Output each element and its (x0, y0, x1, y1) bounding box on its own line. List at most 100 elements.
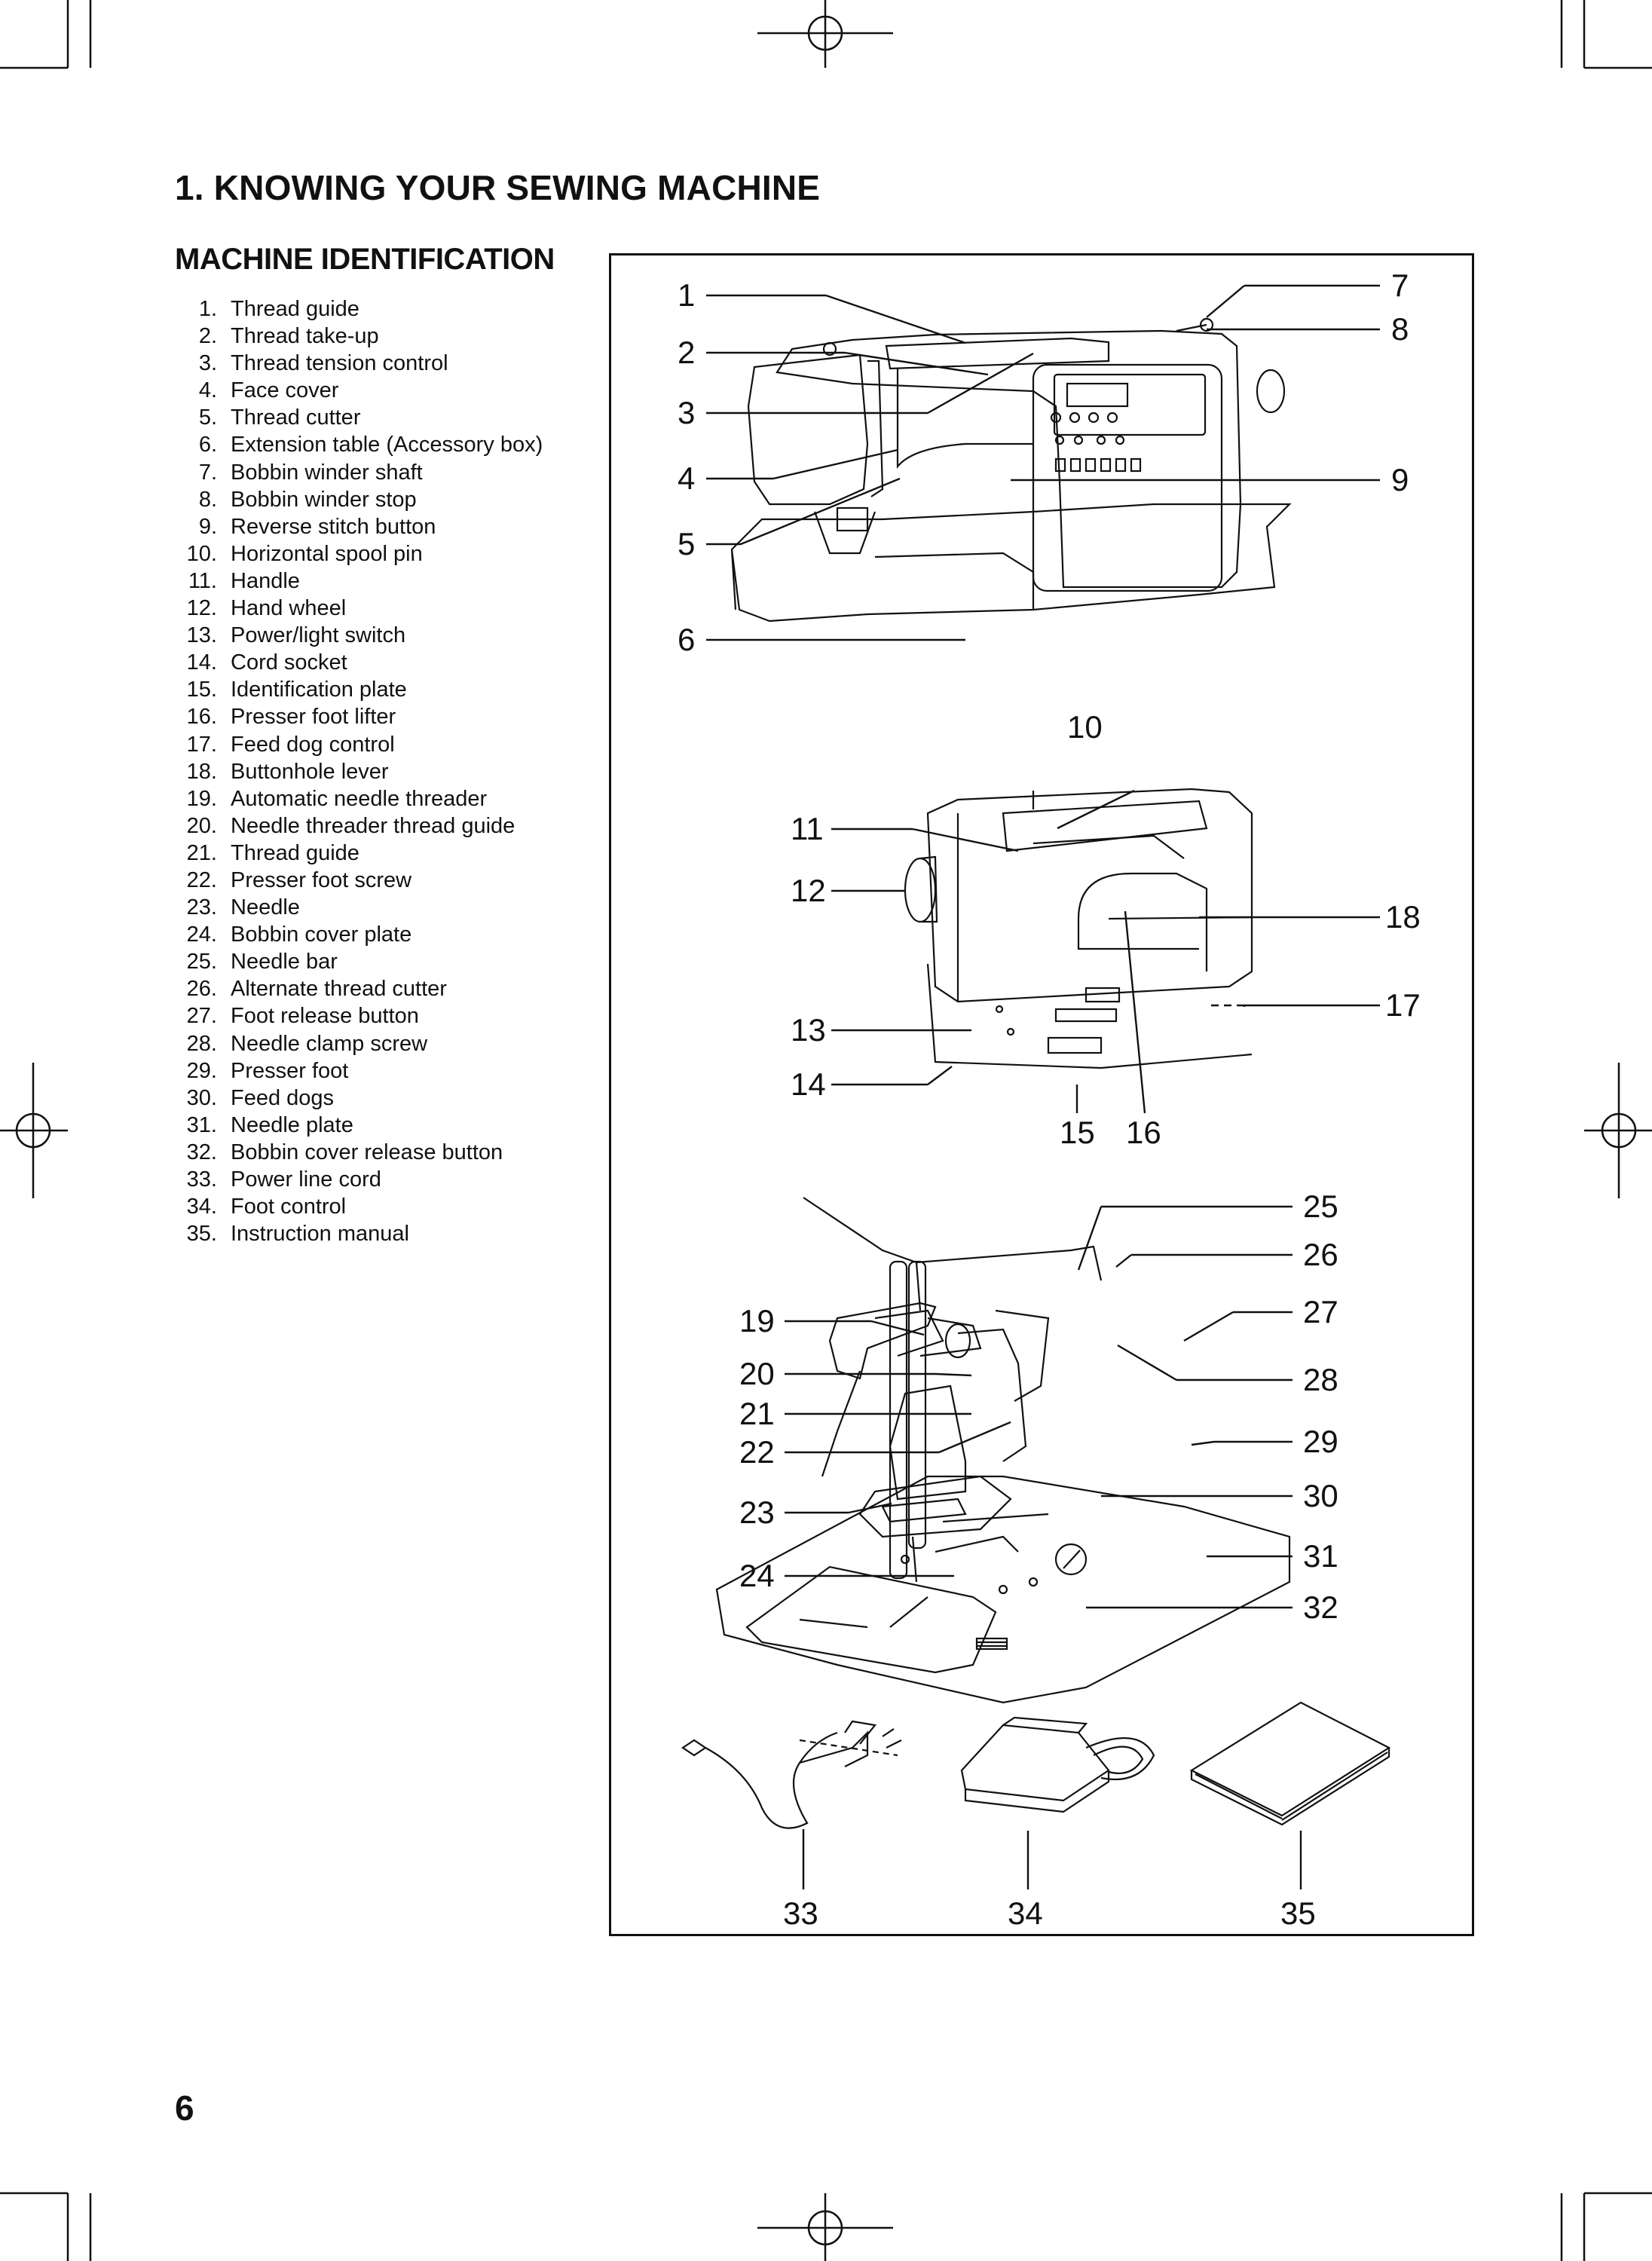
parts-list-number: 32. (186, 1140, 217, 1164)
crop-mark-top-right (1560, 0, 1652, 69)
parts-list-number: 17. (186, 732, 217, 757)
parts-list-item: 14.Cord socket (175, 649, 543, 676)
registration-mark-right (1584, 1063, 1652, 1198)
parts-list-label: Reverse stitch button (231, 514, 436, 539)
parts-list-item: 27.Foot release button (175, 1002, 543, 1030)
rear-view-illustration (904, 788, 1253, 1069)
parts-list-item: 1. Thread guide (175, 295, 543, 323)
needle-area-illustration (715, 1197, 1291, 1704)
parts-list-item: 19. Automatic needle threader (175, 785, 543, 812)
parts-list-item: 17.Feed dog control (175, 731, 543, 758)
parts-list-item: 24. Bobbin cover plate (175, 921, 543, 948)
callout-12: 12 (791, 873, 826, 908)
parts-list-label: Foot control (231, 1195, 347, 1219)
parts-list-number: 1. (198, 297, 217, 321)
parts-list-item: 10. Horizontal spool pin (175, 540, 543, 568)
callout-27: 27 (1303, 1294, 1338, 1329)
parts-list-item: 12.Hand wheel (175, 595, 543, 622)
parts-list-label: Hand wheel (231, 596, 347, 621)
parts-list-label: Thread guide (231, 297, 359, 321)
callout-35: 35 (1280, 1895, 1316, 1931)
parts-list-number: 35. (186, 1222, 217, 1247)
parts-list-label: Thread take-up (231, 324, 379, 349)
parts-list-number: 15. (186, 678, 217, 702)
parts-list-number: 30. (186, 1085, 217, 1110)
callout-33: 33 (783, 1895, 818, 1931)
parts-list-number: 21. (186, 840, 217, 865)
callout-9: 9 (1391, 462, 1409, 497)
parts-list-item: 16.Presser foot lifter (175, 703, 543, 730)
callout-6: 6 (678, 622, 695, 657)
parts-list-number: 33. (186, 1167, 217, 1192)
parts-list-label: Buttonhole lever (231, 759, 389, 784)
callout-28: 28 (1303, 1362, 1338, 1397)
parts-list-item: 15.Identification plate (175, 676, 543, 703)
power-cord-illustration (681, 1720, 902, 1829)
parts-list-item: 29.Presser foot (175, 1057, 543, 1085)
section-heading: 1. KNOWING YOUR SEWING MACHINE (175, 168, 821, 207)
parts-list-label: Bobbin winder shaft (231, 460, 423, 485)
parts-list-label: Power line cord (231, 1167, 381, 1192)
parts-list-label: Bobbin winder stop (231, 487, 417, 512)
parts-list-item: 33. Power line cord (175, 1166, 543, 1193)
parts-list-number: 4. (198, 378, 217, 403)
callout-16: 16 (1126, 1115, 1161, 1150)
callout-31: 31 (1303, 1538, 1338, 1574)
parts-list-number: 22. (186, 867, 217, 892)
parts-list-number: 10. (186, 541, 217, 566)
callout-32: 32 (1303, 1589, 1338, 1625)
parts-list-label: Horizontal spool pin (231, 541, 423, 566)
parts-list-item: 8. Bobbin winder stop (175, 486, 543, 513)
callout-15: 15 (1060, 1115, 1095, 1150)
parts-list-label: Bobbin cover plate (231, 922, 412, 947)
parts-list-label: Automatic needle threader (231, 786, 488, 811)
parts-list-number: 28. (186, 1031, 217, 1056)
foot-control-illustration (960, 1716, 1155, 1813)
parts-list-item: 32.Bobbin cover release button (175, 1139, 543, 1166)
parts-list-number: 6. (198, 433, 217, 457)
parts-list-number: 19. (186, 786, 217, 811)
callout-13: 13 (791, 1012, 826, 1048)
parts-list-item: 6. Extension table (Accessory box) (175, 431, 543, 458)
parts-list-number: 26. (186, 977, 217, 1002)
subsection-heading: MACHINE IDENTIFICATION (175, 243, 555, 276)
parts-list-item: 26.Alternate thread cutter (175, 975, 543, 1002)
callout-20: 20 (739, 1356, 775, 1391)
parts-list-item: 30. Feed dogs (175, 1085, 543, 1112)
parts-list-item: 18. Buttonhole lever (175, 758, 543, 785)
page-number: 6 (175, 2088, 194, 2128)
callout-1: 1 (678, 277, 695, 313)
callout-3: 3 (678, 395, 695, 430)
parts-list-item: 31.Needle plate (175, 1112, 543, 1139)
callout-18: 18 (1385, 899, 1421, 935)
parts-list-item: 25.Needle bar (175, 948, 543, 975)
parts-list-label: Presser foot screw (231, 867, 412, 892)
parts-list-label: Cord socket (231, 650, 347, 675)
parts-list-label: Thread guide (231, 840, 359, 865)
parts-list-item: 9. Reverse stitch button (175, 513, 543, 540)
parts-list-number: 8. (198, 487, 217, 512)
parts-list-number: 18. (186, 759, 217, 784)
callout-4: 4 (678, 460, 695, 496)
parts-list-number: 25. (186, 950, 217, 974)
parts-list-item: 22. Presser foot screw (175, 867, 543, 894)
parts-list-item: 13.Power/light switch (175, 622, 543, 649)
parts-list-label: Needle clamp screw (231, 1031, 428, 1056)
parts-list-item: 21. Thread guide (175, 840, 543, 867)
parts-list-item: 2.Thread take-up (175, 323, 543, 350)
parts-list-label: Extension table (Accessory box) (231, 433, 543, 457)
parts-list-number: 20. (186, 813, 217, 838)
parts-list-item: 34. Foot control (175, 1193, 543, 1220)
parts-list-number: 3. (198, 351, 217, 376)
parts-list-number: 23. (186, 895, 217, 920)
callout-7: 7 (1391, 268, 1409, 303)
parts-list-number: 24. (186, 922, 217, 947)
callout-14: 14 (791, 1066, 826, 1102)
callout-labels: 1 2 3 4 5 6 7 8 9 10 11 12 13 14 15 16 1… (678, 268, 1421, 1931)
parts-list-number: 34. (186, 1195, 217, 1219)
parts-list-label: Feed dogs (231, 1085, 335, 1110)
parts-list-number: 9. (198, 514, 217, 539)
parts-list-number: 31. (186, 1112, 217, 1137)
callout-26: 26 (1303, 1237, 1338, 1272)
parts-list-item: 20.Needle threader thread guide (175, 812, 543, 840)
